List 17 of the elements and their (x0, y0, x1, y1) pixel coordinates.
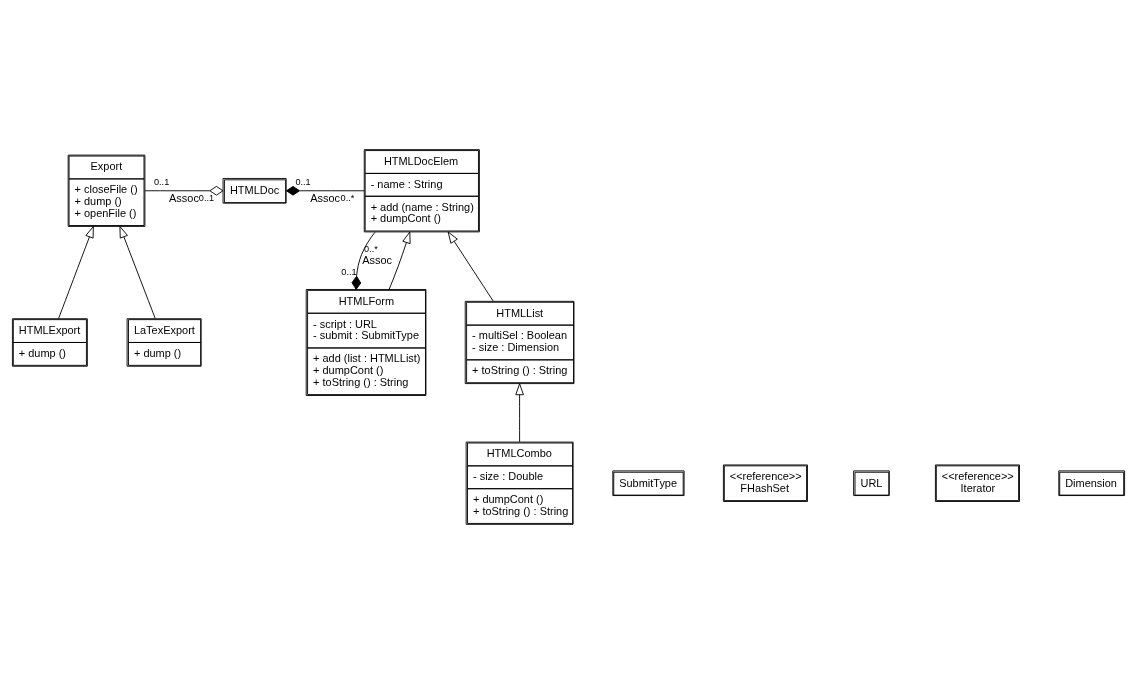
label: 0..* (364, 243, 378, 254)
arrow (388, 231, 411, 290)
label: 0..1 (341, 266, 357, 277)
label: 0..1 (295, 176, 311, 187)
connector (285, 185, 365, 196)
arrow (119, 225, 156, 319)
arrow (58, 225, 94, 319)
edge-label: Assoc (310, 191, 341, 204)
label: 0..* (340, 192, 355, 203)
label: 0..1 (198, 192, 215, 203)
connector (144, 185, 224, 196)
edge-label: Assoc (362, 253, 392, 266)
arrow (447, 231, 494, 301)
label: 0..1 (154, 176, 170, 187)
connector (351, 231, 376, 290)
edge-label: Assoc (169, 191, 199, 204)
arrow (515, 382, 524, 442)
